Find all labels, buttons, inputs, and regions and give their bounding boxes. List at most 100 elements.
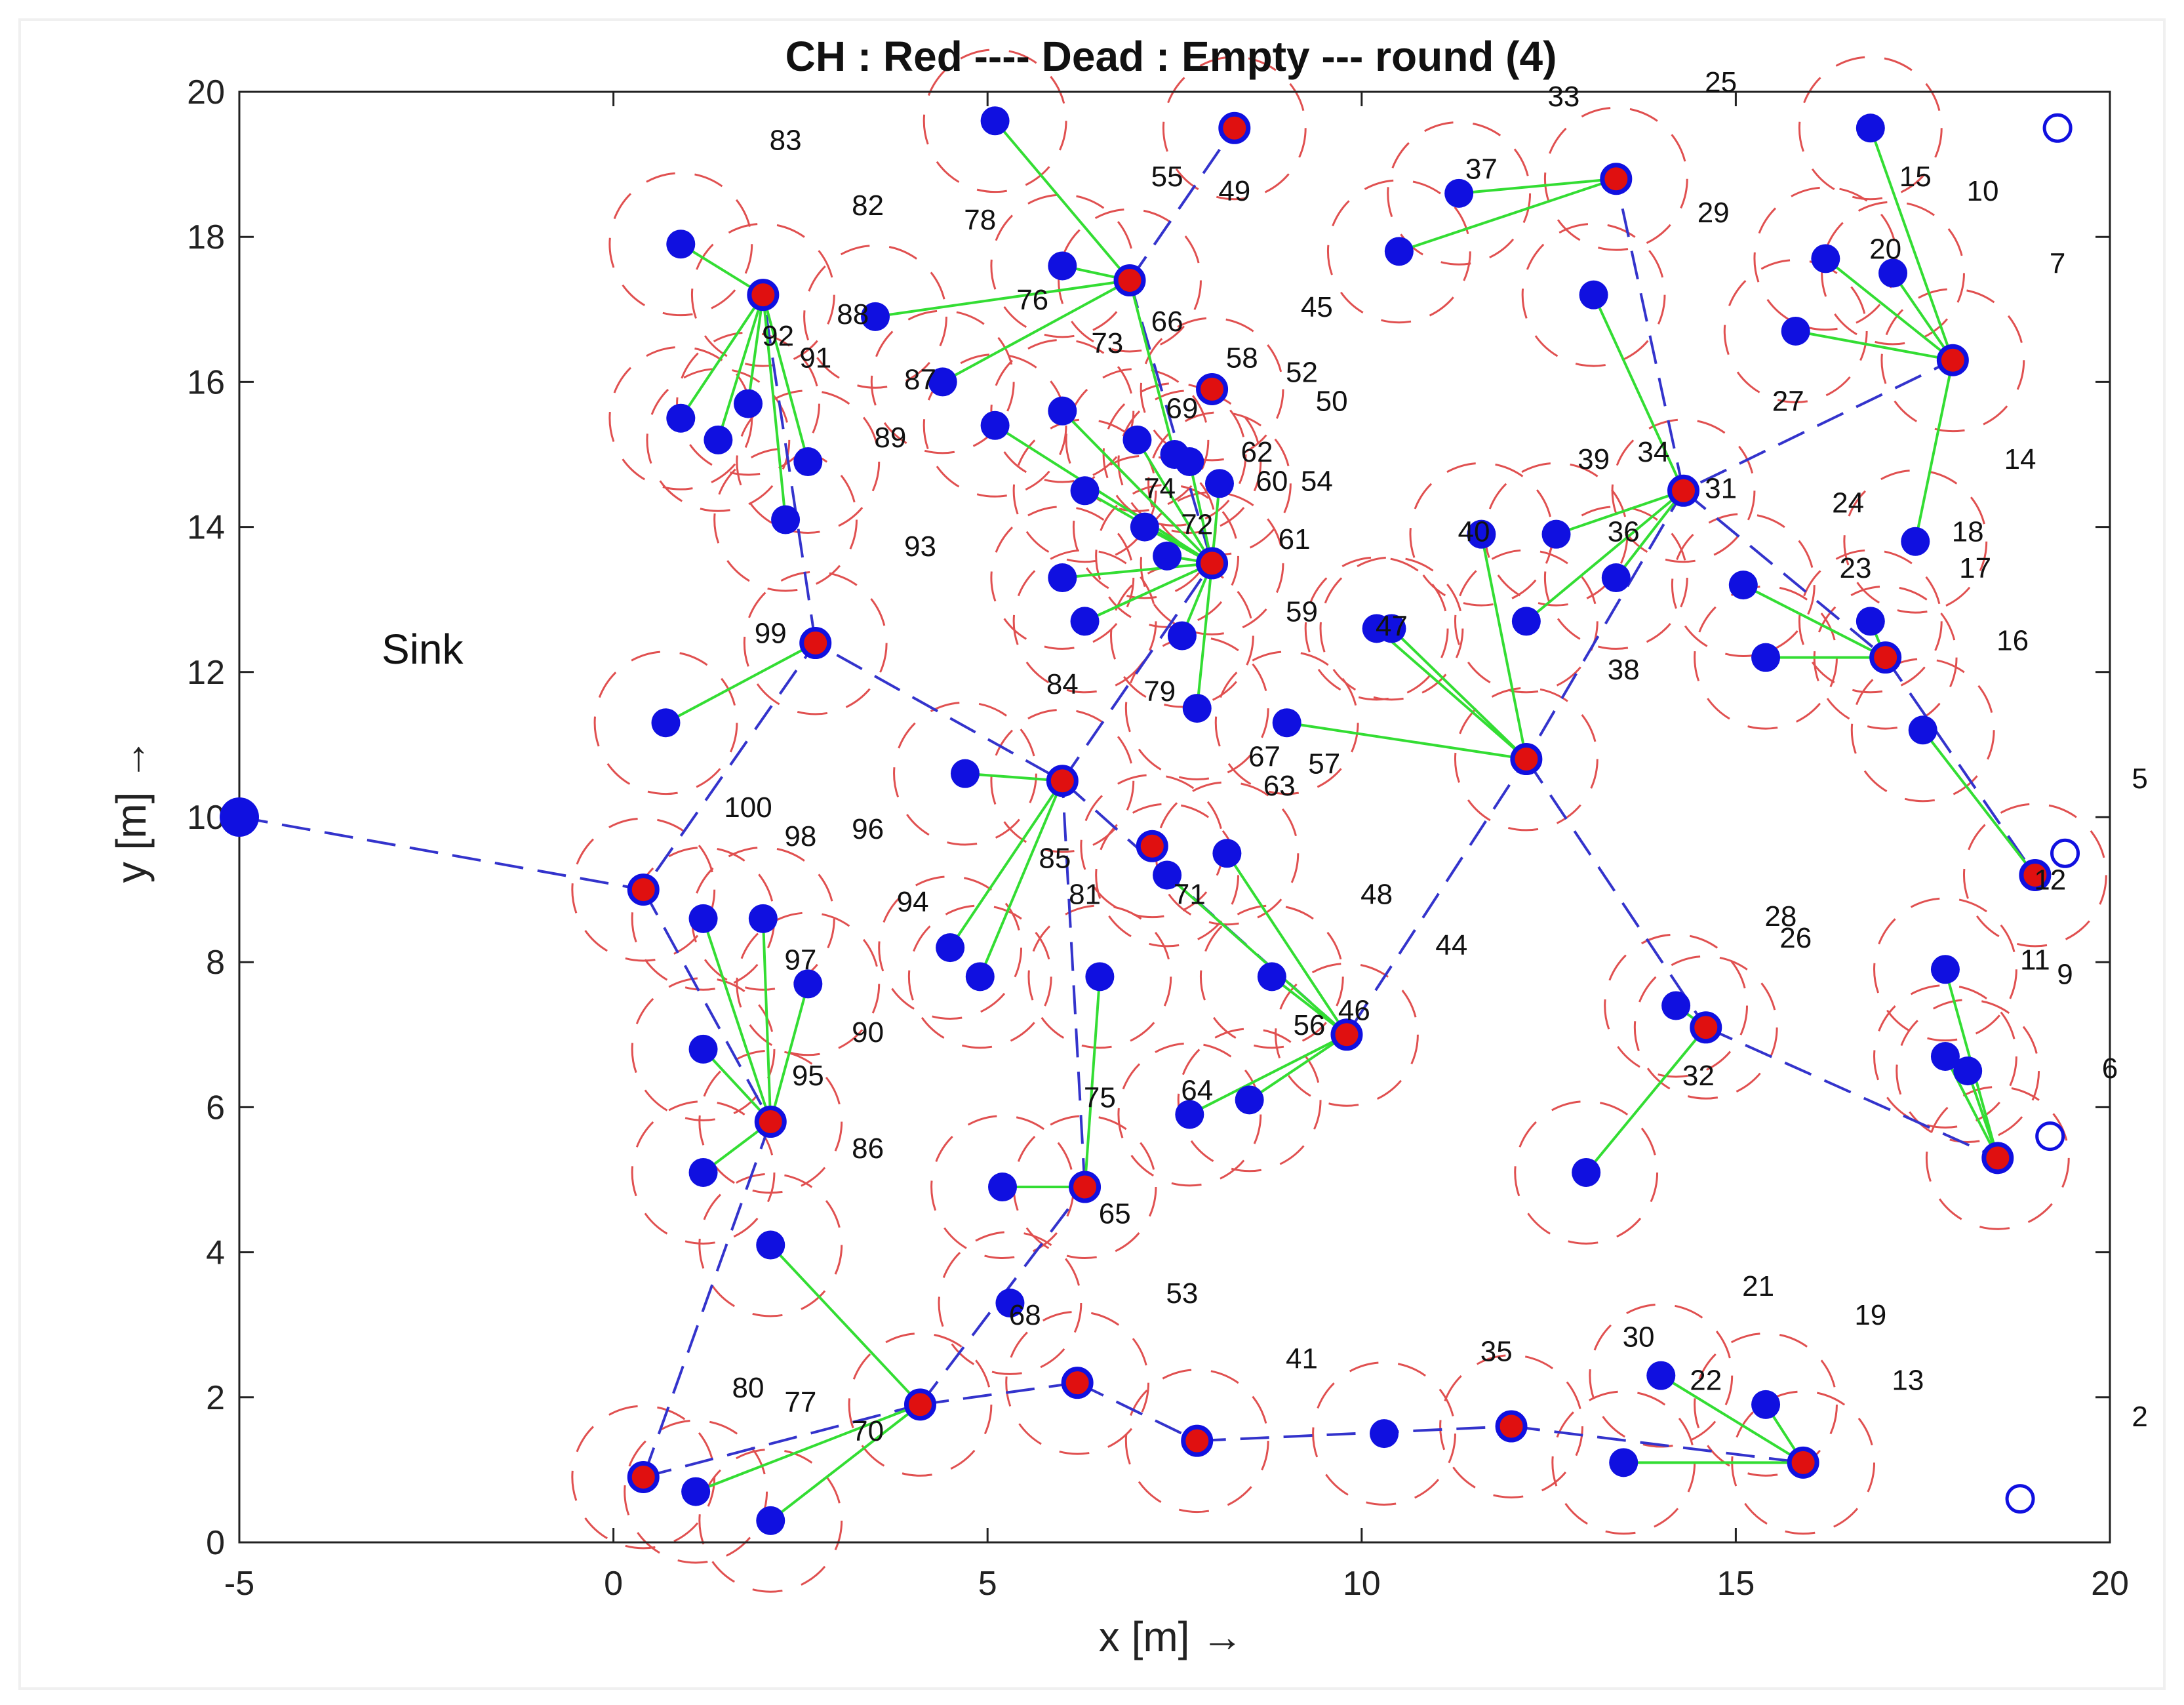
member-link	[1189, 1033, 1347, 1116]
node-id-label: 49	[1218, 175, 1250, 207]
cluster-head-node	[1869, 641, 1902, 674]
ch-path-segment	[920, 1381, 1078, 1406]
sensor-node	[1609, 1448, 1638, 1477]
node-id-label: 97	[784, 944, 816, 976]
sensor-node	[988, 1173, 1018, 1202]
range-circle	[907, 904, 1052, 1049]
range-circle	[1671, 513, 1816, 657]
sensor-node	[756, 1230, 785, 1260]
range-circle	[990, 506, 1135, 650]
member-link	[717, 294, 764, 441]
sensor-node	[1930, 1041, 1960, 1071]
cluster-head-node	[1600, 163, 1633, 195]
node-id-label: 39	[1578, 443, 1610, 475]
range-circle	[690, 222, 835, 367]
range-circle	[698, 1448, 843, 1593]
node-id-label: 58	[1226, 342, 1258, 374]
cluster-head-node	[1046, 765, 1079, 797]
node-id-label: 72	[1181, 509, 1213, 541]
node-id-label: 90	[852, 1016, 884, 1049]
sensor-node	[1153, 541, 1182, 571]
sensor-node	[950, 759, 980, 788]
member-link	[702, 918, 772, 1123]
member-link	[679, 294, 764, 419]
member-links	[665, 119, 2036, 1522]
node-id-label: 59	[1286, 595, 1318, 628]
range-circle	[1753, 186, 1898, 331]
range-circle	[698, 1173, 843, 1317]
member-link	[1922, 729, 2036, 876]
ch-path-segment	[1682, 489, 1886, 659]
sensor-node	[1272, 708, 1301, 738]
member-link	[770, 1403, 921, 1522]
sensor-node	[1856, 607, 1885, 636]
ch-path-segment	[1705, 1026, 1998, 1159]
figure-frame	[18, 18, 2166, 1690]
member-link	[1128, 280, 1176, 455]
member-link	[1286, 721, 1527, 761]
sensor-node	[1572, 1157, 1601, 1187]
range-circle	[1543, 106, 1688, 251]
node-id-label: 7	[2050, 248, 2065, 280]
sensor-node	[995, 1289, 1025, 1318]
range-circle	[893, 701, 1037, 846]
range-circle	[1604, 933, 1749, 1078]
range-circle	[631, 1100, 776, 1245]
range-circle	[990, 708, 1135, 853]
sensor-node	[980, 411, 1010, 440]
x-tick-label: 20	[2091, 1565, 2129, 1603]
range-circle	[1589, 1303, 1734, 1448]
cluster-head-node	[1196, 547, 1229, 580]
sensor-node	[965, 962, 995, 992]
member-link	[1061, 410, 1213, 565]
node-id-label: 11	[2020, 944, 2050, 976]
member-link	[702, 1048, 772, 1123]
cluster-head-node	[627, 1460, 660, 1493]
node-id-label: 89	[874, 422, 906, 454]
x-tick-label: 10	[1343, 1565, 1381, 1603]
node-id-label: 61	[1279, 523, 1311, 555]
node-id-label: 13	[1892, 1365, 1924, 1397]
sensor-node	[1048, 251, 1077, 281]
member-link	[1892, 272, 1954, 361]
range-circle	[1140, 317, 1284, 462]
range-circle	[1012, 418, 1157, 563]
node-id-label: 79	[1143, 675, 1176, 708]
range-circle	[1821, 201, 1965, 346]
node-id-label: 40	[1458, 516, 1490, 548]
range-circle	[1439, 1354, 1583, 1498]
sensor-node	[1153, 860, 1182, 890]
sink-label: Sink	[382, 626, 464, 673]
cluster-head-node	[1113, 264, 1146, 297]
node-id-label: 15	[1899, 161, 1932, 193]
sensor-node	[1444, 178, 1474, 208]
dead-node	[2042, 113, 2073, 143]
node-id-label: 47	[1376, 611, 1408, 643]
node-id-label: 63	[1263, 770, 1296, 802]
cluster-head-node	[1218, 111, 1251, 144]
range-circle	[1873, 984, 2017, 1129]
sensor-node	[704, 425, 733, 454]
member-link	[1825, 257, 1954, 361]
range-circle	[848, 1332, 993, 1477]
sensor-node	[1070, 607, 1100, 636]
sensor-node	[793, 447, 823, 477]
y-tick-label: 12	[187, 654, 225, 692]
node-id-label: 76	[1016, 284, 1048, 316]
sensor-node	[1167, 621, 1197, 651]
sensor-node	[1370, 1419, 1399, 1449]
member-link	[1195, 563, 1214, 709]
node-id-label: 55	[1151, 161, 1183, 193]
range-circle	[1962, 803, 2107, 948]
member-link	[1458, 177, 1616, 195]
member-link	[875, 279, 1130, 318]
range-circle	[571, 817, 716, 962]
node-id-label: 71	[1174, 879, 1206, 911]
sensor-node	[688, 904, 718, 933]
node-id-label: 100	[724, 792, 772, 824]
range-circle	[1633, 955, 1778, 1100]
cluster-head-node	[799, 627, 832, 660]
member-link	[994, 424, 1213, 565]
chart-title: CH : Red ---- Dead : Empty --- round (4)	[785, 33, 1557, 80]
range-circle	[923, 353, 1067, 498]
